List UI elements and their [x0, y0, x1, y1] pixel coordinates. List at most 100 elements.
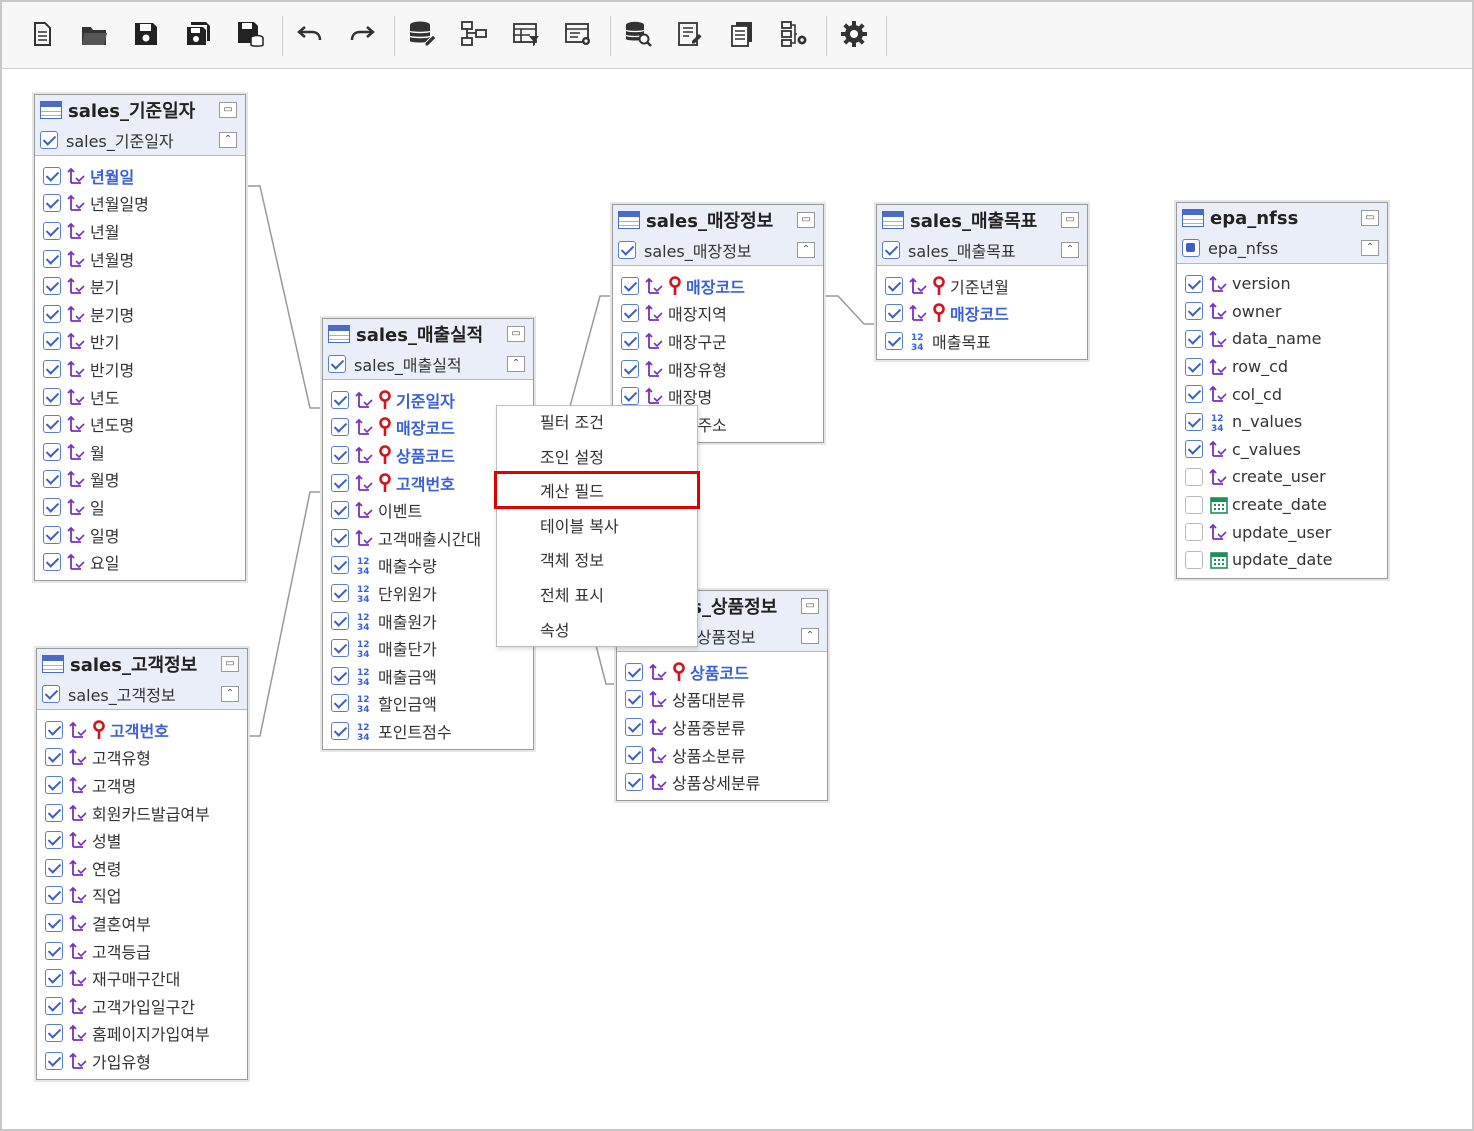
field-checkbox[interactable] — [1185, 550, 1203, 569]
field-checkbox[interactable] — [621, 331, 639, 350]
field-checkbox[interactable] — [331, 583, 349, 602]
field-checkbox[interactable] — [45, 803, 63, 822]
redo-button[interactable] — [344, 16, 380, 52]
field-row[interactable]: 일 — [35, 493, 245, 521]
field-checkbox[interactable] — [43, 442, 61, 461]
table-header[interactable]: sales_매출실적▭sales_매출실적⌃ — [323, 319, 533, 380]
undo-button[interactable] — [292, 16, 328, 52]
field-row[interactable]: 월 — [35, 438, 245, 466]
field-row[interactable]: 기준일자 — [323, 386, 533, 414]
field-checkbox[interactable] — [45, 969, 63, 988]
field-row[interactable]: 년월명 — [35, 245, 245, 273]
field-row[interactable]: 매장구군 — [613, 327, 823, 355]
field-row[interactable]: 년월일명 — [35, 190, 245, 218]
open-folder-button[interactable] — [76, 16, 112, 52]
context-menu-item[interactable]: 객체 정보 — [540, 551, 604, 571]
field-row[interactable]: 상품중분류 — [617, 713, 827, 741]
field-checkbox[interactable] — [1185, 495, 1203, 514]
context-menu-item[interactable]: 전체 표시 — [540, 585, 604, 605]
field-checkbox[interactable] — [43, 221, 61, 240]
field-row[interactable]: 일명 — [35, 521, 245, 549]
field-row[interactable]: 고객가입일구간 — [37, 992, 247, 1020]
field-checkbox[interactable] — [331, 694, 349, 713]
field-checkbox[interactable] — [1185, 329, 1203, 348]
field-row[interactable]: 년월일 — [35, 162, 245, 190]
field-checkbox[interactable] — [1185, 467, 1203, 486]
field-row[interactable]: 회원카드발급여부 — [37, 799, 247, 827]
field-checkbox[interactable] — [43, 249, 61, 268]
field-row[interactable]: update_date — [1177, 546, 1387, 574]
field-checkbox[interactable] — [621, 276, 639, 295]
table-header[interactable]: sales_매출목표▭sales_매출목표⌃ — [877, 205, 1087, 266]
field-checkbox[interactable] — [45, 775, 63, 794]
field-checkbox[interactable] — [1185, 523, 1203, 542]
field-checkbox[interactable] — [45, 996, 63, 1015]
table-header[interactable]: epa_nfss▭epa_nfss⌃ — [1177, 203, 1387, 264]
field-checkbox[interactable] — [331, 556, 349, 575]
field-checkbox[interactable] — [43, 525, 61, 544]
field-checkbox[interactable] — [43, 277, 61, 296]
field-checkbox[interactable] — [625, 745, 643, 764]
field-checkbox[interactable] — [43, 304, 61, 323]
field-row[interactable]: 반기 — [35, 328, 245, 356]
collapse-button[interactable]: ⌃ — [219, 132, 237, 148]
field-checkbox[interactable] — [625, 773, 643, 792]
data-source-button[interactable] — [404, 16, 440, 52]
collapse-button[interactable]: ⌃ — [507, 356, 525, 372]
field-row[interactable]: 상품상세분류 — [617, 768, 827, 796]
field-row[interactable]: 상품소분류 — [617, 741, 827, 769]
field-checkbox[interactable] — [45, 941, 63, 960]
field-row[interactable]: 재구매구간대 — [37, 964, 247, 992]
table-menu-button[interactable]: ▭ — [1361, 210, 1379, 226]
context-menu-item[interactable]: 필터 조건 — [540, 413, 604, 432]
db-search-button[interactable] — [620, 16, 656, 52]
field-row[interactable]: 년월 — [35, 217, 245, 245]
field-checkbox[interactable] — [621, 359, 639, 378]
field-row[interactable]: 이벤트 — [323, 496, 533, 524]
field-checkbox[interactable] — [331, 639, 349, 658]
field-checkbox[interactable] — [43, 359, 61, 378]
field-row[interactable]: version — [1177, 270, 1387, 298]
field-row[interactable]: row_cd — [1177, 353, 1387, 381]
table-menu-button[interactable]: ▭ — [507, 326, 525, 342]
field-row[interactable]: 년도 — [35, 383, 245, 411]
field-row[interactable]: col_cd — [1177, 380, 1387, 408]
context-menu-item[interactable]: 테이블 복사 — [540, 516, 619, 536]
save-all-button[interactable] — [180, 16, 216, 52]
field-row[interactable]: create_date — [1177, 491, 1387, 519]
field-checkbox[interactable] — [1185, 385, 1203, 404]
field-row[interactable]: 매장명 — [613, 382, 823, 410]
field-row[interactable]: 고객유형 — [37, 744, 247, 772]
field-row[interactable]: 매장유형 — [613, 355, 823, 383]
field-checkbox[interactable] — [625, 717, 643, 736]
field-checkbox[interactable] — [45, 720, 63, 739]
field-checkbox[interactable] — [331, 445, 349, 464]
field-checkbox[interactable] — [43, 194, 61, 213]
copy-document-button[interactable] — [724, 16, 760, 52]
field-row[interactable]: create_user — [1177, 463, 1387, 491]
collapse-button[interactable]: ⌃ — [1361, 240, 1379, 256]
field-row[interactable]: 반기명 — [35, 355, 245, 383]
table-settings-button[interactable] — [560, 16, 596, 52]
field-row[interactable]: 직업 — [37, 882, 247, 910]
field-row[interactable]: 분기 — [35, 272, 245, 300]
field-checkbox[interactable] — [1185, 412, 1203, 431]
select-all-checkbox[interactable] — [40, 131, 58, 149]
field-row[interactable]: 기준년월 — [877, 272, 1087, 300]
field-checkbox[interactable] — [45, 748, 63, 767]
select-all-checkbox[interactable] — [882, 241, 900, 259]
field-row[interactable]: 월명 — [35, 466, 245, 494]
field-checkbox[interactable] — [43, 166, 61, 185]
report-edit-button[interactable] — [672, 16, 708, 52]
